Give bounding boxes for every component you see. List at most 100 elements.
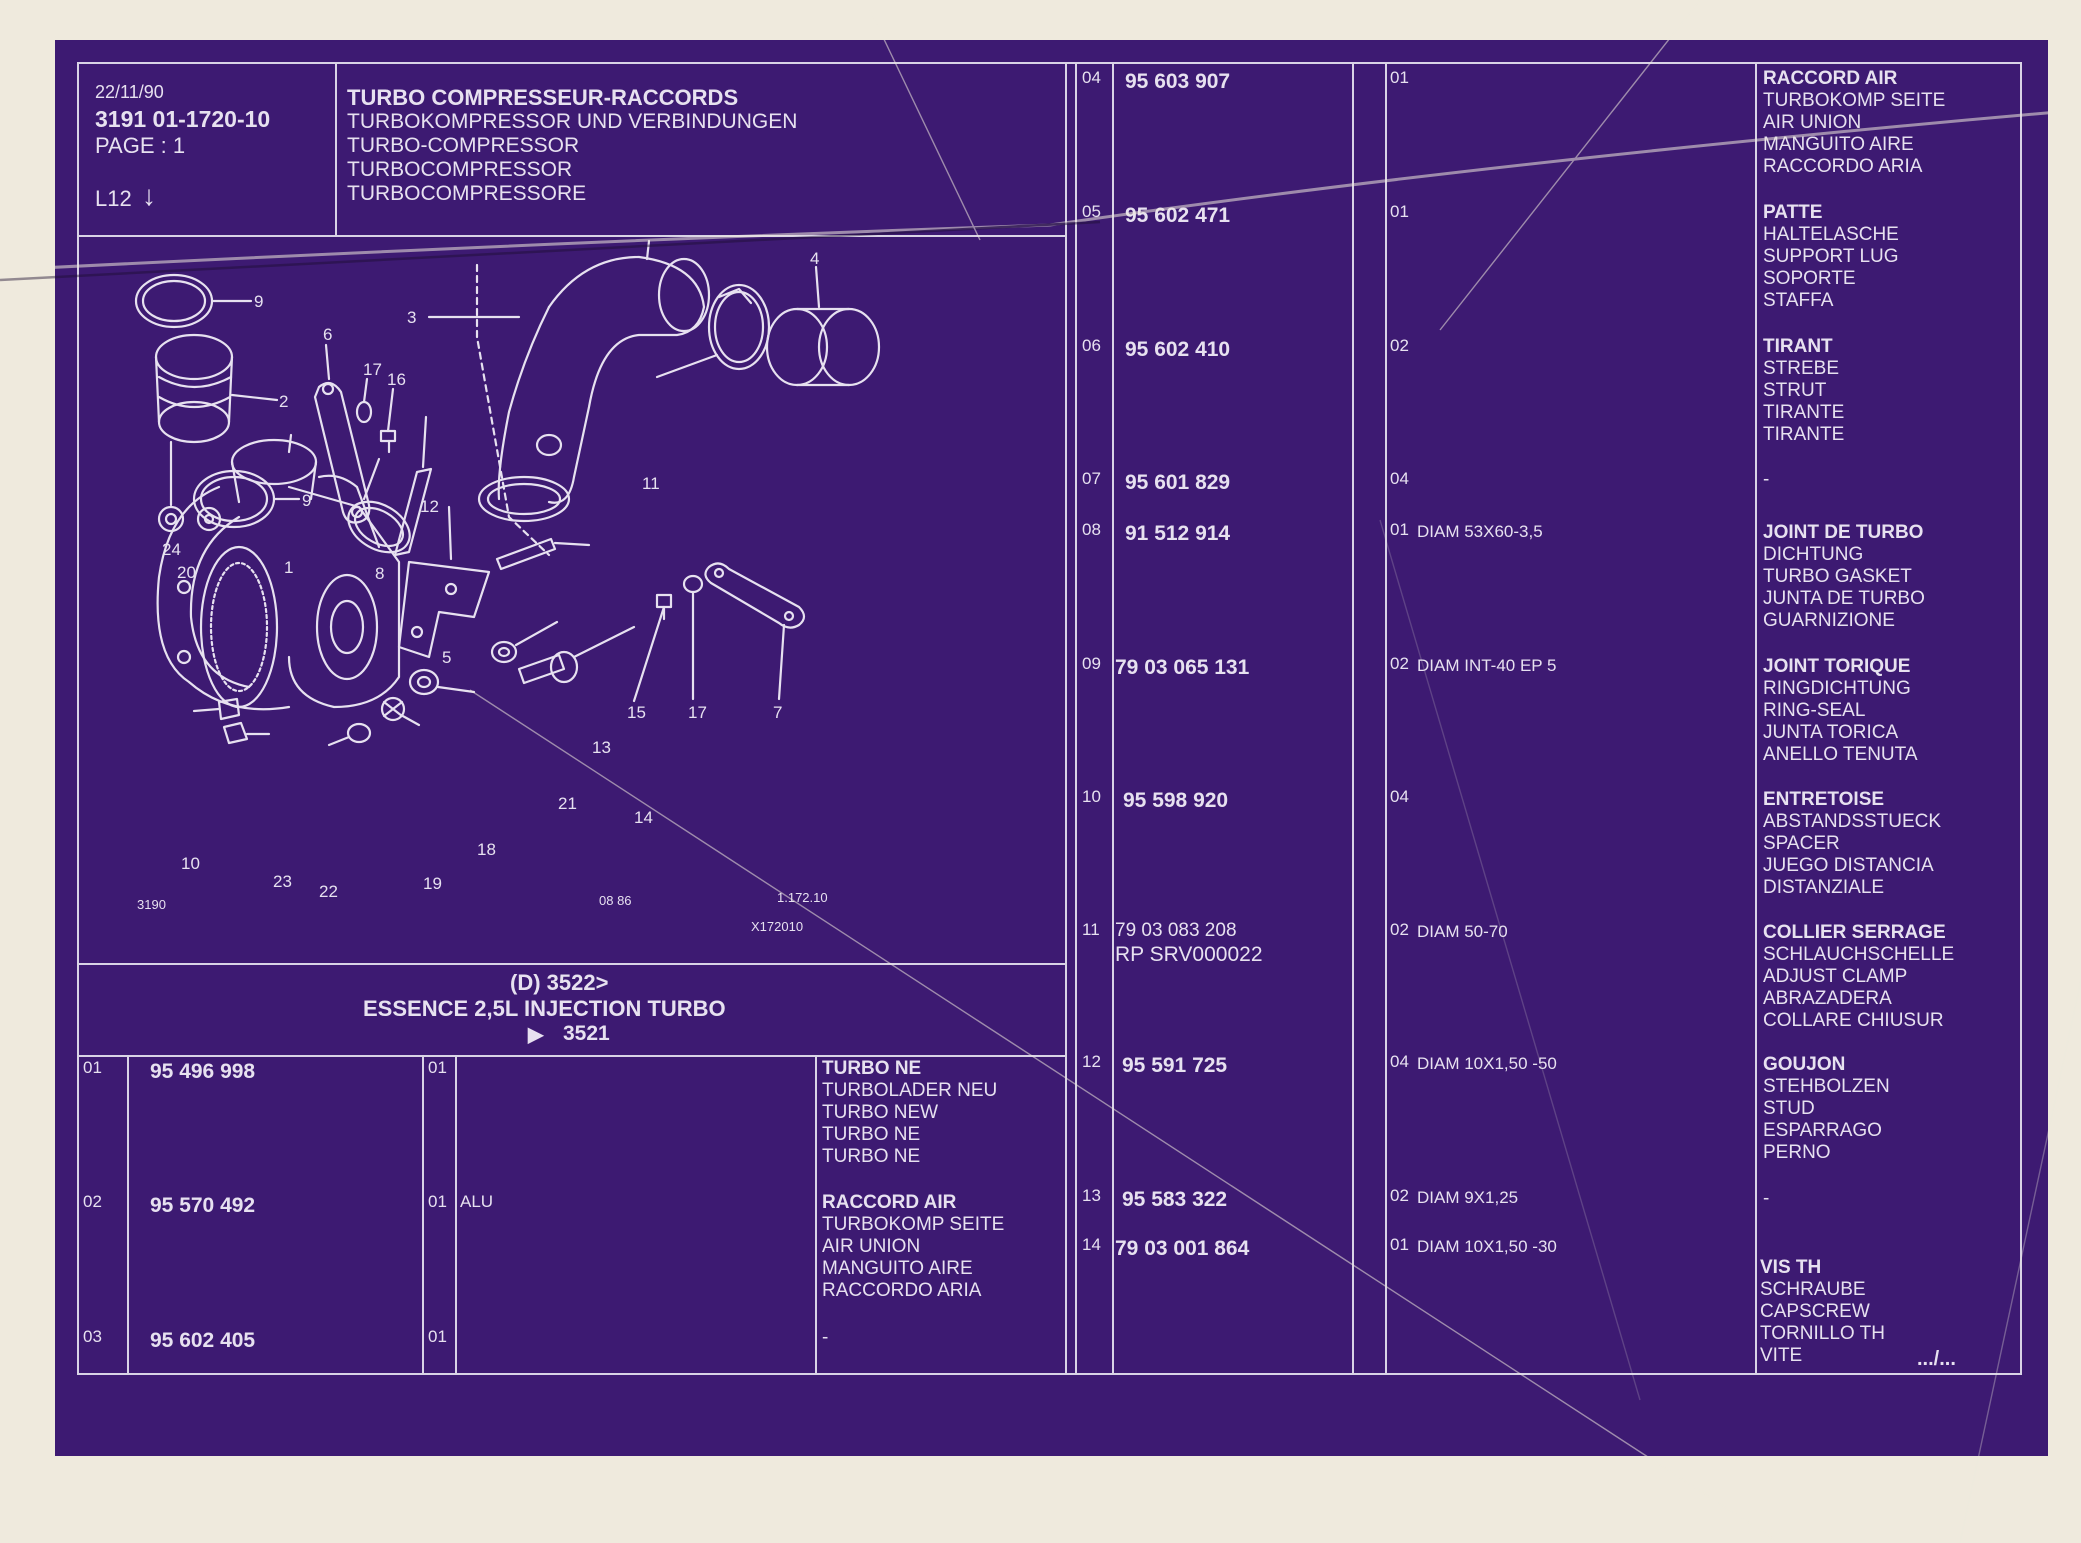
title-en: TURBO-COMPRESSOR bbox=[347, 134, 580, 157]
item-number: 06 bbox=[1082, 336, 1101, 355]
part-replacement: RP SRV000022 bbox=[1115, 943, 1263, 966]
right-col-4 bbox=[1755, 62, 1757, 1375]
doc-reference: 3191 01-1720-10 bbox=[95, 106, 271, 132]
callout-10: 10 bbox=[181, 854, 200, 873]
application-engine: ESSENCE 2,5L INJECTION TURBO bbox=[363, 996, 726, 1021]
part-reference: 79 03 001 864 bbox=[1115, 1237, 1250, 1260]
item-number: 07 bbox=[1082, 469, 1101, 488]
doc-date: 22/11/90 bbox=[95, 82, 164, 102]
hose-clamp-part-11-icon bbox=[655, 283, 771, 379]
part-spec: DIAM 10X1,50 -30 bbox=[1417, 1237, 1557, 1256]
item-number: 09 bbox=[1082, 654, 1101, 673]
continued-marker: .../... bbox=[1917, 1348, 1956, 1370]
nuts-parts-20-24-icon bbox=[157, 440, 222, 533]
link-set-parts-7-15-17-icon bbox=[632, 562, 806, 703]
part-description: - bbox=[1763, 1188, 1770, 1209]
bolt-washer-parts-14-21-icon bbox=[490, 620, 636, 685]
right-col-3 bbox=[1385, 62, 1387, 1375]
intake-pipe-part-3-icon bbox=[427, 239, 711, 557]
callout-3: 3 bbox=[407, 308, 416, 327]
part-quantity: 01 bbox=[428, 1327, 447, 1346]
callout-4: 4 bbox=[810, 249, 819, 268]
callout-9b: 9 bbox=[302, 491, 311, 510]
stud-gasket-parts-8-12-icon bbox=[347, 415, 433, 557]
callout-22: 22 bbox=[319, 882, 338, 901]
microfiche-sheet: 22/11/90 3191 01-1720-10 PAGE : 1 L12 ↓ … bbox=[55, 40, 2048, 1456]
part-reference: 95 603 907 bbox=[1125, 70, 1231, 93]
part-description: TURBO NE TURBOLADER NEU TURBO NEW TURBO … bbox=[822, 1058, 998, 1167]
sleeve-part-4-icon bbox=[765, 265, 881, 387]
callout-23: 23 bbox=[273, 872, 292, 891]
down-arrow-icon: ↓ bbox=[142, 180, 156, 211]
part-description: GOUJON STEHBOLZEN STUD ESPARRAGO PERNO bbox=[1763, 1054, 1890, 1163]
right-col-2 bbox=[1352, 62, 1354, 1375]
part-quantity: 01 bbox=[1390, 202, 1409, 221]
callout-14: 14 bbox=[634, 808, 653, 827]
panel-divider-b bbox=[1075, 62, 1077, 1375]
right-col-1 bbox=[1112, 62, 1114, 1375]
drawing-code: 1.172.10 bbox=[777, 890, 828, 905]
doc-code: L12 bbox=[95, 186, 132, 211]
small-hardware-parts-10-18-19-22-23-icon bbox=[192, 668, 476, 747]
part-quantity: 04 bbox=[1390, 1052, 1409, 1071]
screw-washer-parts-16-17-icon bbox=[355, 377, 397, 454]
part-reference: 95 496 998 bbox=[150, 1060, 256, 1083]
left-col-1 bbox=[127, 1055, 129, 1373]
part-quantity: 04 bbox=[1390, 469, 1409, 488]
callout-8: 8 bbox=[375, 564, 384, 583]
callout-2: 2 bbox=[279, 392, 288, 411]
application-end: 3521 bbox=[563, 1022, 610, 1045]
part-quantity: 02 bbox=[1390, 654, 1409, 673]
part-description: PATTE HALTELASCHE SUPPORT LUG SOPORTE ST… bbox=[1763, 202, 1899, 311]
part-reference: 95 602 405 bbox=[150, 1329, 256, 1352]
part-quantity: 02 bbox=[1390, 920, 1409, 939]
turbocharger-part-1-icon bbox=[156, 433, 401, 711]
frame-top bbox=[77, 62, 2022, 64]
item-number: 02 bbox=[83, 1192, 102, 1211]
item-number: 05 bbox=[1082, 202, 1101, 221]
part-quantity: 01 bbox=[1390, 68, 1409, 87]
title-it: TURBOCOMPRESSORE bbox=[347, 182, 587, 205]
item-number: 11 bbox=[1082, 920, 1100, 939]
part-quantity: 01 bbox=[1390, 520, 1409, 539]
part-description: RACCORD AIR TURBOKOMP SEITE AIR UNION MA… bbox=[822, 1192, 1005, 1301]
part-description: VIS TH SCHRAUBE CAPSCREW TORNILLO TH VIT… bbox=[1760, 1257, 1885, 1366]
part-reference: 95 583 322 bbox=[1122, 1188, 1228, 1211]
item-number: 03 bbox=[83, 1327, 102, 1346]
part-quantity: 04 bbox=[1390, 787, 1409, 806]
part-reference: 95 601 829 bbox=[1125, 471, 1231, 494]
left-col-3 bbox=[455, 1055, 457, 1373]
part-description: TIRANT STREBE STRUT TIRANTE TIRANTE bbox=[1763, 336, 1845, 445]
part-reference: 95 602 471 bbox=[1125, 204, 1231, 227]
part-quantity: 01 bbox=[1390, 1235, 1409, 1254]
title-es: TURBOCOMPRESSOR bbox=[347, 158, 573, 181]
bracket-part-5-icon bbox=[397, 505, 491, 659]
drawing-bottom-line bbox=[77, 963, 1067, 965]
part-spec: DIAM 9X1,25 bbox=[1417, 1188, 1519, 1207]
left-col-2 bbox=[422, 1055, 424, 1373]
frame-left bbox=[77, 62, 79, 1375]
part-quantity: 01 bbox=[428, 1192, 447, 1211]
callout-19: 19 bbox=[423, 874, 442, 893]
part-quantity: 02 bbox=[1390, 1186, 1409, 1205]
callout-24: 24 bbox=[162, 540, 181, 559]
hose-part-2-icon bbox=[154, 333, 279, 444]
title-fr: TURBO COMPRESSEUR-RACCORDS bbox=[347, 85, 739, 110]
part-description: COLLIER SERRAGE SCHLAUCHSCHELLE ADJUST C… bbox=[1763, 922, 1955, 1031]
callout-5: 5 bbox=[442, 648, 451, 667]
part-description: ENTRETOISE ABSTANDSSTUECK SPACER JUEGO D… bbox=[1763, 789, 1942, 898]
callout-6: 6 bbox=[323, 325, 332, 344]
exploded-diagram: 9 6 17 16 3 4 2 9 12 11 24 20 1 8 15 17 … bbox=[134, 239, 881, 934]
part-spec: DIAM 10X1,50 -50 bbox=[1417, 1054, 1557, 1073]
part-description: RACCORD AIR TURBOKOMP SEITE AIR UNION MA… bbox=[1763, 68, 1946, 177]
drawing-code-2: X172010 bbox=[751, 919, 803, 934]
frame-right bbox=[2020, 62, 2022, 1375]
part-reference: 95 591 725 bbox=[1122, 1054, 1228, 1077]
play-marker-icon: ▶ bbox=[528, 1024, 544, 1046]
doc-page: PAGE : 1 bbox=[95, 133, 186, 158]
pin-part-13-icon bbox=[495, 537, 591, 571]
drawing-date: 08 86 bbox=[599, 893, 632, 908]
part-description: JOINT DE TURBO DICHTUNG TURBO GASKET JUN… bbox=[1763, 522, 1925, 631]
item-number: 08 bbox=[1082, 520, 1101, 539]
item-number: 04 bbox=[1082, 68, 1101, 87]
